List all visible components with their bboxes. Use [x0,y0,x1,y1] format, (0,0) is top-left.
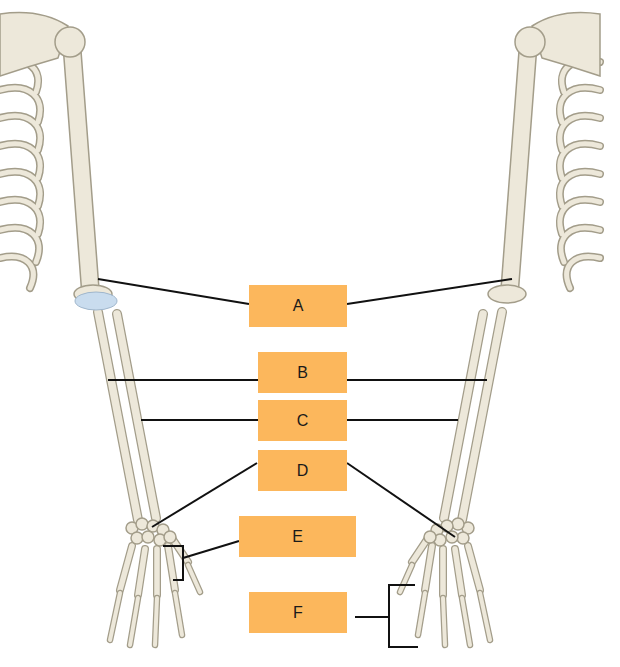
box-letter: E [292,527,303,546]
box-letter: D [297,461,309,480]
box-letter: A [293,296,304,315]
label-box: B [258,352,347,393]
label-box: F [249,592,347,633]
box-letter: F [293,603,303,622]
label-box: A [249,285,347,327]
box-letter: C [297,411,309,430]
label-box: E [239,516,356,557]
box-letter: B [297,363,308,382]
label-box: C [258,400,347,441]
label-box: D [258,450,347,491]
